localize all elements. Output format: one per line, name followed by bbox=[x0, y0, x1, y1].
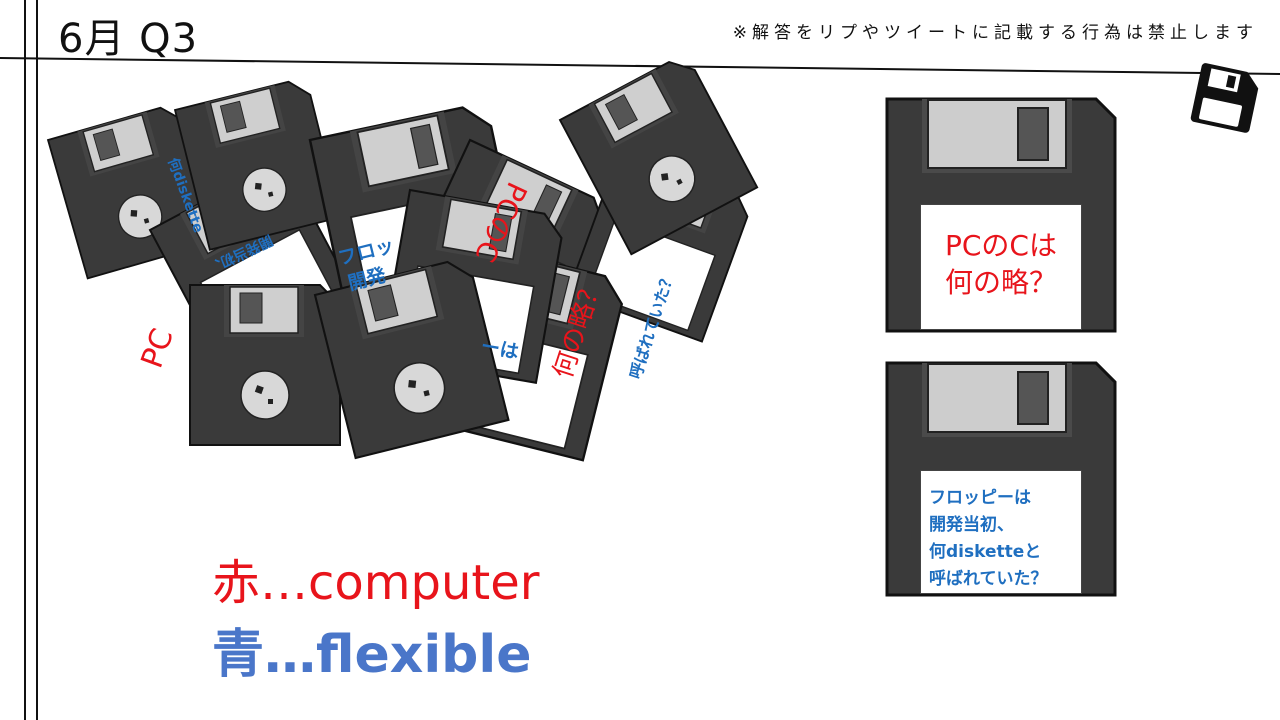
answer-key: 赤…computer 青…flexible bbox=[212, 548, 540, 692]
answer-red: 赤…computer bbox=[212, 555, 540, 611]
card-label: PCのCは 何の略？ bbox=[920, 204, 1082, 330]
margin-line-inner bbox=[36, 0, 38, 720]
page-title: 6月 Q3 bbox=[58, 16, 199, 62]
red-question-text: PCのCは 何の略？ bbox=[944, 229, 1057, 299]
floppy-card-red: PCのCは 何の略？ bbox=[884, 96, 1118, 334]
margin-line-outer bbox=[24, 0, 26, 720]
header-divider-line bbox=[0, 57, 1280, 75]
svg-text:PC: PC bbox=[135, 324, 181, 373]
answer-blue: 青…flexible bbox=[212, 625, 532, 685]
blue-question-text: フロッピーは 開発当初、 何disketteと 呼ばれていた？ bbox=[929, 488, 1048, 589]
no-spoiler-notice: ※解答をリプやツイートに記載する行為は禁止します bbox=[732, 23, 1258, 43]
floppy-disk-icon bbox=[1190, 62, 1259, 133]
floppy-card-blue: フロッピーは 開発当初、 何disketteと 呼ばれていた？ bbox=[884, 360, 1118, 598]
card-label: フロッピーは 開発当初、 何disketteと 呼ばれていた？ bbox=[920, 470, 1082, 594]
floppy-pile-illustration: PC PCのC 何の略？ フロッ 開発 ーは 何diskette 開発当初、 呼… bbox=[47, 52, 759, 462]
